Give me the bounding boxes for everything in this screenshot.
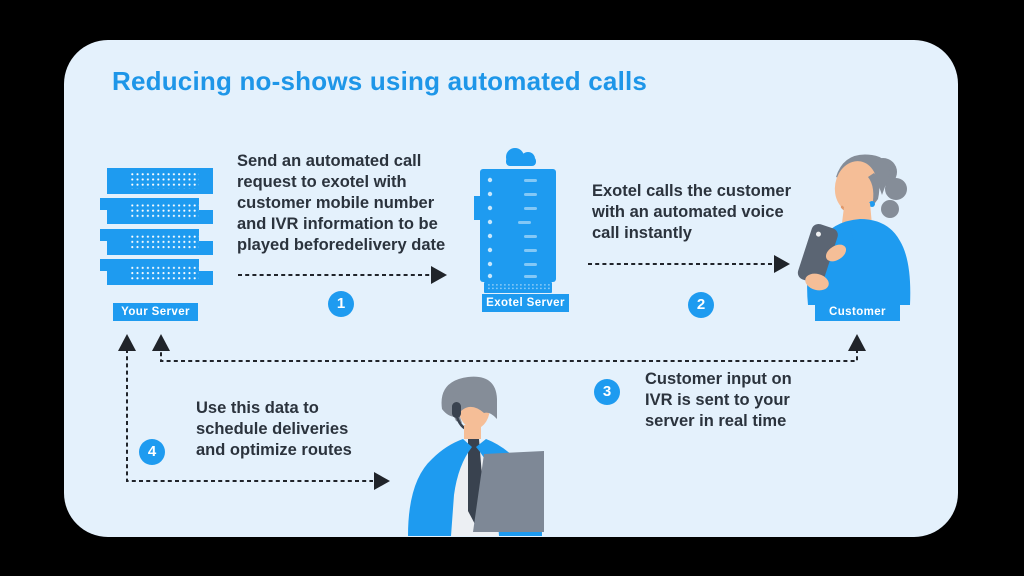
headset-icon	[452, 402, 461, 418]
step-1-text: Send an automated call request to exotel…	[237, 152, 446, 254]
step-3-number: 3	[602, 383, 612, 400]
customer-label: Customer	[815, 303, 900, 321]
step-4-badge: 4	[139, 439, 165, 465]
step-1-number: 1	[336, 295, 346, 312]
exotel-server-label: Exotel Server	[482, 294, 569, 312]
exotel-server-icon	[474, 148, 556, 293]
step-1-badge: 1	[328, 291, 354, 317]
page-title: Reducing no-shows using automated calls	[112, 66, 648, 96]
step-2-number: 2	[696, 296, 706, 313]
customer-illustration	[797, 154, 911, 305]
step-2-badge: 2	[688, 292, 714, 318]
your-server-icon	[100, 168, 213, 285]
your-server-label: Your Server	[113, 303, 198, 321]
step-2-text: Exotel calls the customer with an automa…	[592, 182, 791, 242]
step-3-text: Customer input on IVR is sent to your se…	[645, 370, 792, 430]
phone-icon	[797, 223, 838, 284]
laptop-icon	[473, 451, 544, 532]
earring-icon	[869, 201, 875, 207]
agent-illustration	[408, 376, 544, 536]
step-4-number: 4	[147, 443, 157, 460]
step-3-badge: 3	[594, 379, 620, 405]
step-4-text: Use this data to schedule deliveries and…	[196, 399, 352, 459]
